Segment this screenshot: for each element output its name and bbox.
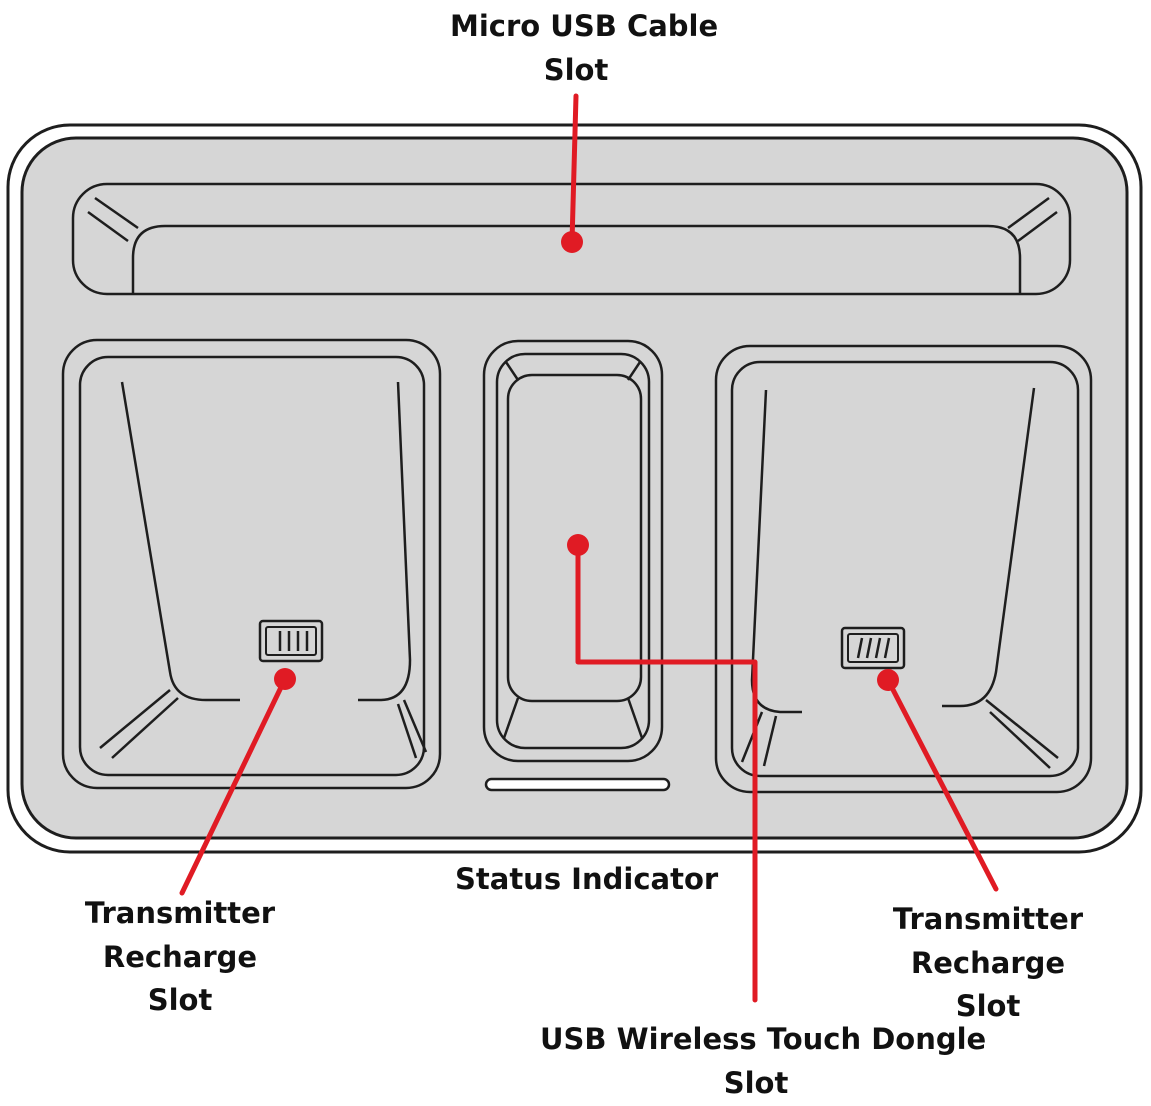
callout-lines <box>179 93 999 1003</box>
callout-line-dongle <box>575 542 758 1003</box>
label-micro-usb-cable-slot: Micro USB Cable Slot <box>450 9 719 87</box>
callout-line-micro-usb <box>569 93 579 245</box>
dongle-slot <box>482 339 664 763</box>
left-transmitter-slot <box>61 338 442 790</box>
label-usb-wireless-touch-dongle-slot: USB Wireless Touch Dongle Slot <box>540 1022 987 1100</box>
callout-dots <box>274 231 899 691</box>
callout-dot-micro-usb <box>561 231 583 253</box>
label-left-transmitter-recharge-slot: Transmitter Recharge Slot <box>84 896 276 1017</box>
label-right-transmitter-recharge-slot: Transmitter Recharge Slot <box>892 902 1084 1023</box>
callout-line-left-transmitter <box>179 676 288 896</box>
callout-line-right-transmitter <box>885 677 999 892</box>
callout-dot-left-transmitter <box>274 668 296 690</box>
label-status-indicator: Status Indicator <box>455 862 719 896</box>
right-transmitter-slot <box>714 344 1093 794</box>
status-indicator-bar <box>484 777 671 792</box>
callout-dot-right-transmitter <box>877 669 899 691</box>
callout-dot-dongle <box>567 534 589 556</box>
